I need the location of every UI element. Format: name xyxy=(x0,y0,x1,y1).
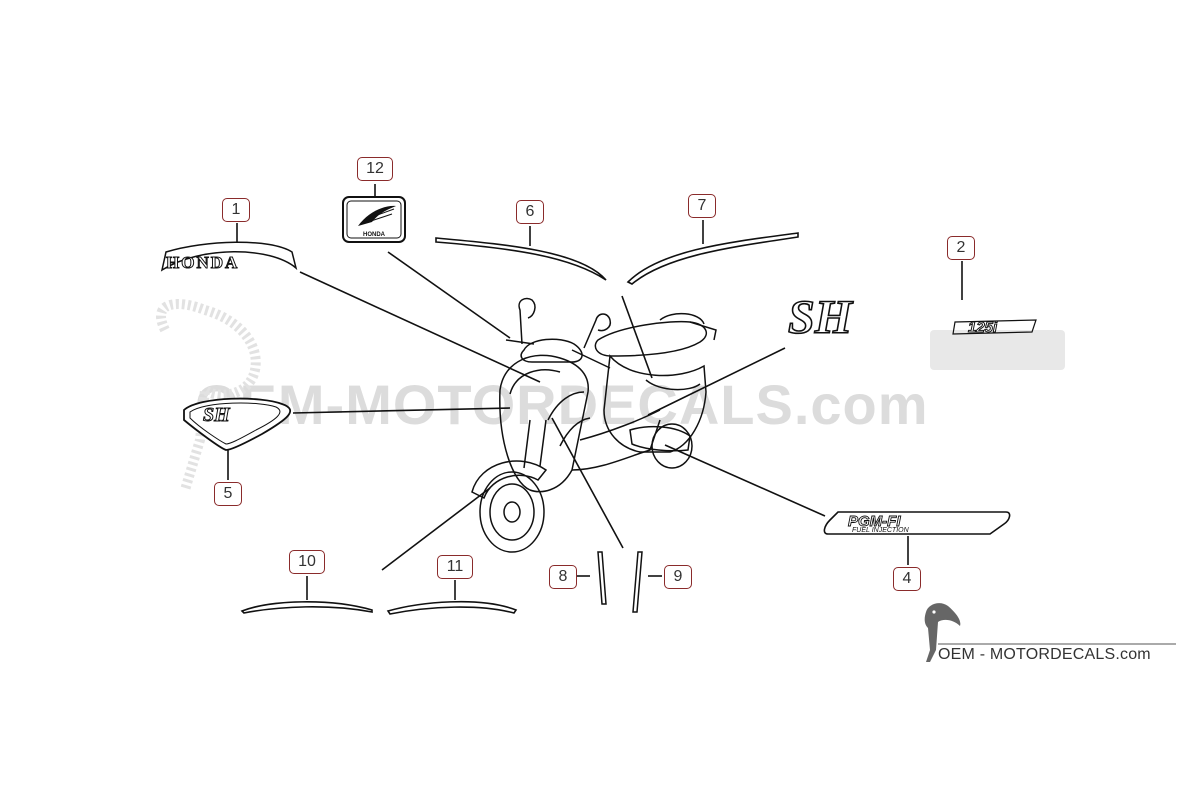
honda-wordmark: HONDA xyxy=(166,253,239,272)
brand-bird-icon xyxy=(924,603,961,662)
pgm-fi-text: PGM-FI xyxy=(848,513,901,530)
callout-4: 4 xyxy=(893,567,921,591)
sh125-sub: 125i xyxy=(968,319,998,336)
callout-6: 6 xyxy=(516,200,544,224)
callout-12: 12 xyxy=(357,157,393,181)
callout-5: 5 xyxy=(214,482,242,506)
scooter-drawing xyxy=(471,297,717,553)
decal-stripe-6 xyxy=(435,237,607,281)
leader-lines xyxy=(227,184,963,600)
decal-wing-badge: HONDA xyxy=(342,196,406,243)
watermark-sh-ghost xyxy=(930,330,1065,370)
callout-9: 9 xyxy=(664,565,692,589)
decal-strip-9 xyxy=(632,551,643,613)
decal-pgm-fi: PGM-FI FUEL INJECTION xyxy=(823,511,1011,535)
callout-7: 7 xyxy=(688,194,716,218)
honda-wing-icon xyxy=(358,205,396,226)
decal-sh125i: SH 125i xyxy=(787,290,1037,345)
sh-shield-text: SH xyxy=(203,404,231,426)
decal-honda-arch: HONDA xyxy=(160,241,298,273)
fuel-injection-text: FUEL INJECTION xyxy=(852,527,910,534)
decal-strip-8 xyxy=(597,551,607,605)
decal-stripe-7 xyxy=(626,232,799,285)
callout-2: 2 xyxy=(947,236,975,260)
callout-8: 8 xyxy=(549,565,577,589)
wing-badge-text: HONDA xyxy=(363,232,386,238)
watermark-text: OEM-MOTORDECALS.com xyxy=(195,373,929,436)
brand-text: OEM - MOTORDECALS.com xyxy=(938,646,1151,663)
decal-sh-shield: SH xyxy=(183,397,291,451)
callout-11: 11 xyxy=(437,555,473,579)
callout-1: 1 xyxy=(222,198,250,222)
decal-stripe-10 xyxy=(240,601,373,614)
callout-10: 10 xyxy=(289,550,325,574)
watermark-bird-icon xyxy=(156,299,261,492)
decal-stripe-11 xyxy=(386,600,518,615)
sh125-wordmark: SH xyxy=(788,291,854,344)
